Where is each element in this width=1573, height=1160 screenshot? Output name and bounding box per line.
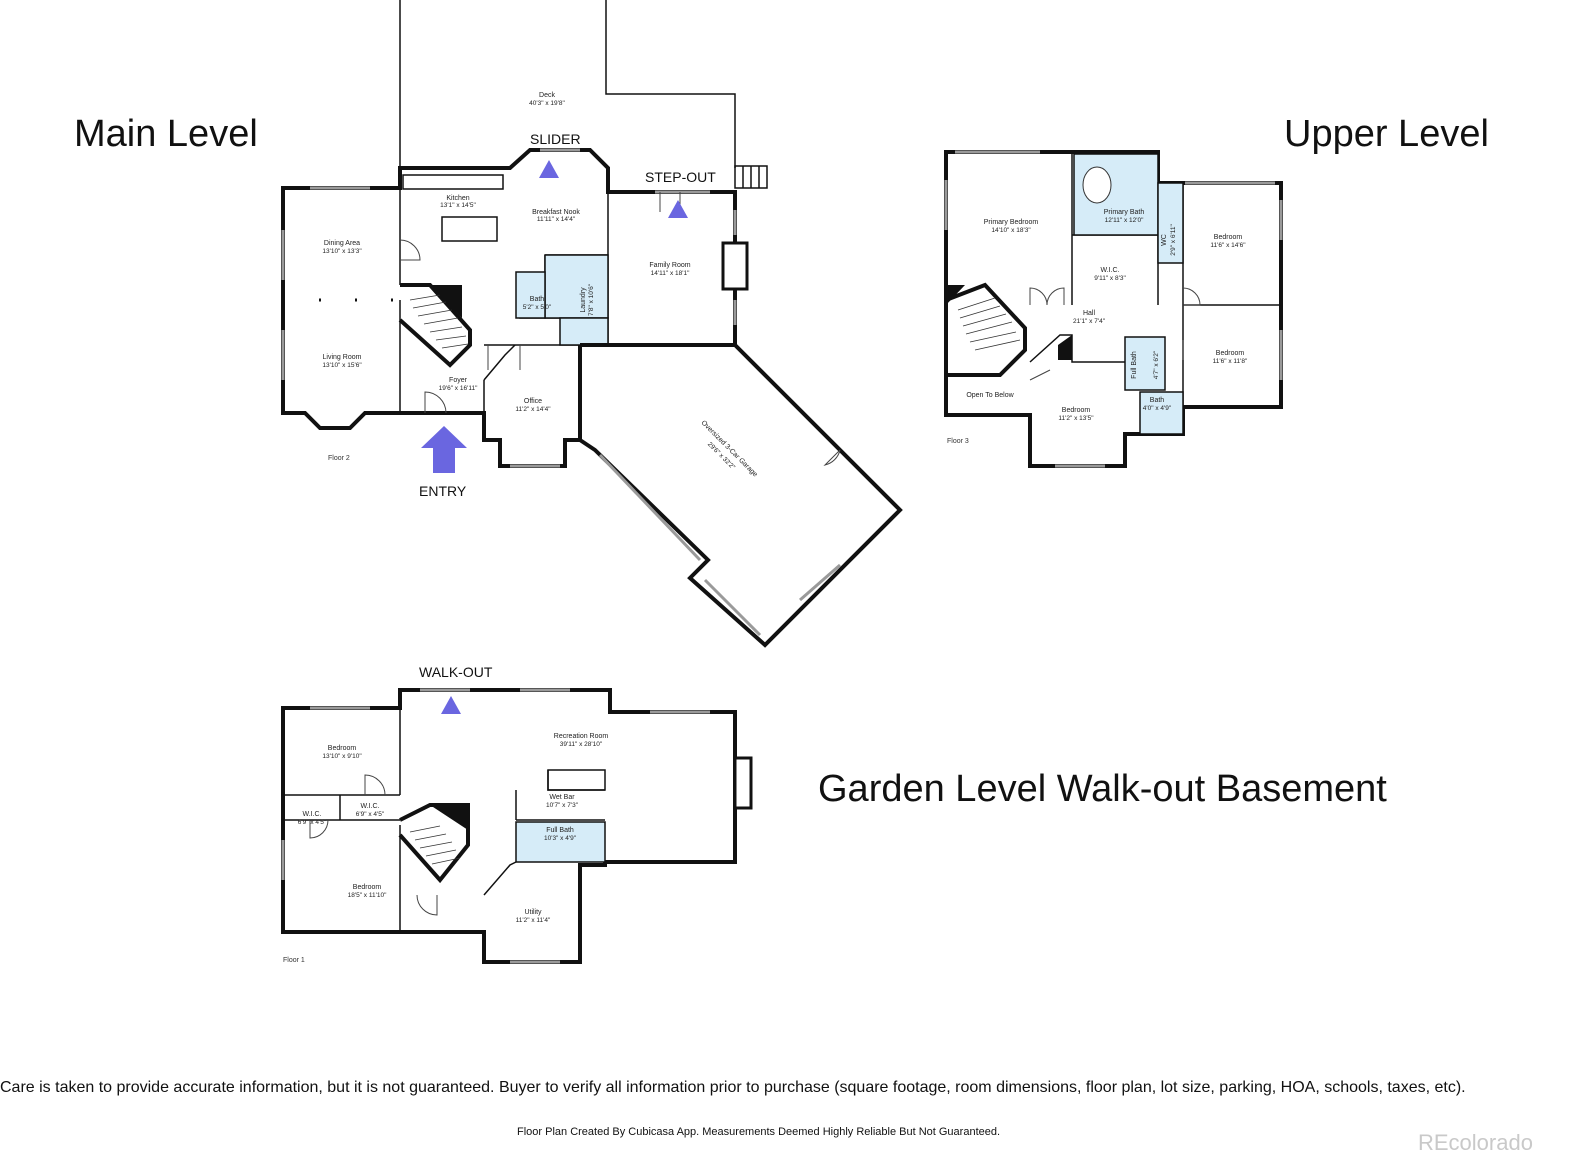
- room-label: 6'9" x 4'5": [356, 811, 385, 818]
- disclaimer-text: Care is taken to provide accurate inform…: [0, 1079, 1466, 1096]
- entry-label: ENTRY: [419, 483, 467, 499]
- main-level-plan: Deck 40'3" x 19'8" Kitchen 13'1" x 14'5"…: [281, 0, 903, 648]
- room-label: Foyer: [449, 377, 468, 384]
- fireplace: [721, 241, 749, 291]
- room-label: W.I.C.: [302, 811, 321, 818]
- room-label: Bedroom: [1214, 234, 1243, 241]
- kitchen-island: [441, 216, 498, 242]
- slider-label: SLIDER: [530, 131, 581, 147]
- upper-bath-room: [1139, 391, 1184, 435]
- room-label: 10'7" x 7'3": [546, 802, 579, 809]
- watermark-logo: REcolorado: [1418, 1130, 1533, 1155]
- deck-outline: [399, 0, 736, 168]
- walk-out-arrow-icon: [441, 696, 461, 714]
- main-level-title: Main Level: [74, 113, 258, 155]
- room-label: 12'11" x 12'0": [1105, 217, 1144, 224]
- room-label: 11'11" x 14'4": [537, 216, 576, 223]
- room-label: Laundry: [580, 287, 587, 313]
- room-label: 6'9" x 4'5": [298, 819, 327, 826]
- entry-arrow-icon: [421, 426, 467, 473]
- room-label: 7'8" x 10'6": [588, 283, 595, 316]
- credit-text: Floor Plan Created By Cubicasa App. Meas…: [517, 1126, 1001, 1138]
- main-exterior-wall: [281, 148, 737, 468]
- room-label: Breakfast Nook: [532, 209, 580, 216]
- room-label: Wet Bar: [549, 794, 575, 801]
- bathtub: [1082, 166, 1112, 204]
- upper-full-bath-room: [1124, 336, 1166, 391]
- room-label: 4'0" x 4'9": [1143, 405, 1172, 412]
- room-label: 14'10" x 18'3": [991, 227, 1031, 234]
- room-label: 9'11" x 8'3": [1094, 275, 1126, 282]
- room-label: 13'10" x 15'6": [322, 362, 362, 369]
- garden-level-plan: Bedroom 13'10" x 9'10" Recreation Room 3…: [281, 664, 753, 964]
- room-label: Oversized 3-Car Garage: [700, 420, 759, 479]
- room-label: Primary Bedroom: [984, 219, 1039, 226]
- room-label: 2'9" x 6'11": [1170, 224, 1177, 256]
- garden-full-bath-room: [515, 821, 606, 863]
- room-label: 5'2" x 5'0": [523, 304, 552, 311]
- room-label: 13'10" x 13'3": [322, 248, 362, 255]
- room-label: Full Bath: [546, 827, 574, 834]
- room-label: Dining Area: [324, 240, 360, 247]
- room-label: 13'1" x 14'5": [440, 202, 476, 209]
- upper-level-plan: Primary Bedroom 14'10" x 18'3" Primary B…: [944, 150, 1283, 468]
- room-label: Utility: [524, 909, 542, 916]
- room-label: W.I.C.: [1100, 267, 1119, 274]
- room-label: WC: [1161, 234, 1168, 246]
- room-label: 21'1" x 7'4": [1073, 318, 1106, 325]
- room-label: 13'10" x 9'10": [322, 753, 362, 760]
- room-label: Bath: [1150, 397, 1165, 404]
- main-bath-room: [515, 271, 546, 319]
- room-label: 19'6" x 16'11": [439, 385, 478, 392]
- slider-arrow-icon: [539, 160, 559, 178]
- room-label: Bedroom: [1062, 407, 1091, 414]
- room-label: Family Room: [649, 262, 690, 269]
- wc-room: [1157, 182, 1184, 264]
- room-label: Kitchen: [446, 195, 469, 202]
- room-label: Bedroom: [328, 745, 357, 752]
- room-label: Primary Bath: [1104, 209, 1145, 216]
- room-label: Bedroom: [1216, 350, 1245, 357]
- walk-out-label: WALK-OUT: [419, 664, 493, 680]
- room-label: Hall: [1083, 310, 1096, 317]
- step-out-label: STEP-OUT: [645, 169, 716, 185]
- laundry-room: [544, 254, 609, 319]
- room-label: Bedroom: [353, 884, 382, 891]
- room-label: W.I.C.: [360, 803, 379, 810]
- room-label: 11'6" x 11'8": [1213, 358, 1248, 365]
- floor-label-upper: Floor 3: [947, 438, 969, 445]
- room-label: 11'2" x 13'5": [1058, 415, 1094, 422]
- step-out-arrow-icon: [668, 200, 688, 218]
- garden-exterior-wall: [281, 688, 737, 964]
- room-label: Deck: [539, 92, 555, 99]
- room-label: 39'11" x 28'10": [560, 741, 603, 748]
- room-label: 11'2" x 11'4": [516, 917, 551, 924]
- upper-level-title: Upper Level: [1284, 113, 1489, 155]
- room-label: Full Bath: [1131, 351, 1138, 379]
- room-label: Office: [524, 398, 542, 405]
- room-label: 4'7" x 6'2": [1153, 350, 1160, 379]
- room-label: 14'11" x 18'1": [651, 270, 690, 277]
- room-label: 10'3" x 4'9": [544, 835, 577, 842]
- room-label: 11'6" x 14'6": [1210, 242, 1246, 249]
- room-label: Living Room: [323, 354, 362, 361]
- main-stairs: [398, 283, 472, 368]
- room-label: Bath: [530, 296, 545, 303]
- wet-bar-counter: [547, 769, 606, 791]
- room-label: 11'2" x 14'4": [515, 406, 551, 413]
- floor-label-main: Floor 2: [328, 455, 350, 462]
- garage-wall: [578, 343, 903, 648]
- room-label: Recreation Room: [554, 733, 609, 740]
- garden-fireplace: [733, 756, 753, 810]
- upper-stairs: [945, 282, 1027, 377]
- room-label: Open To Below: [966, 392, 1014, 399]
- room-label: 18'5" x 11'10": [348, 892, 387, 899]
- floor-label-garden: Floor 1: [283, 957, 305, 964]
- room-label: 40'3" x 19'8": [529, 100, 565, 107]
- garden-level-title: Garden Level Walk-out Basement: [818, 768, 1387, 810]
